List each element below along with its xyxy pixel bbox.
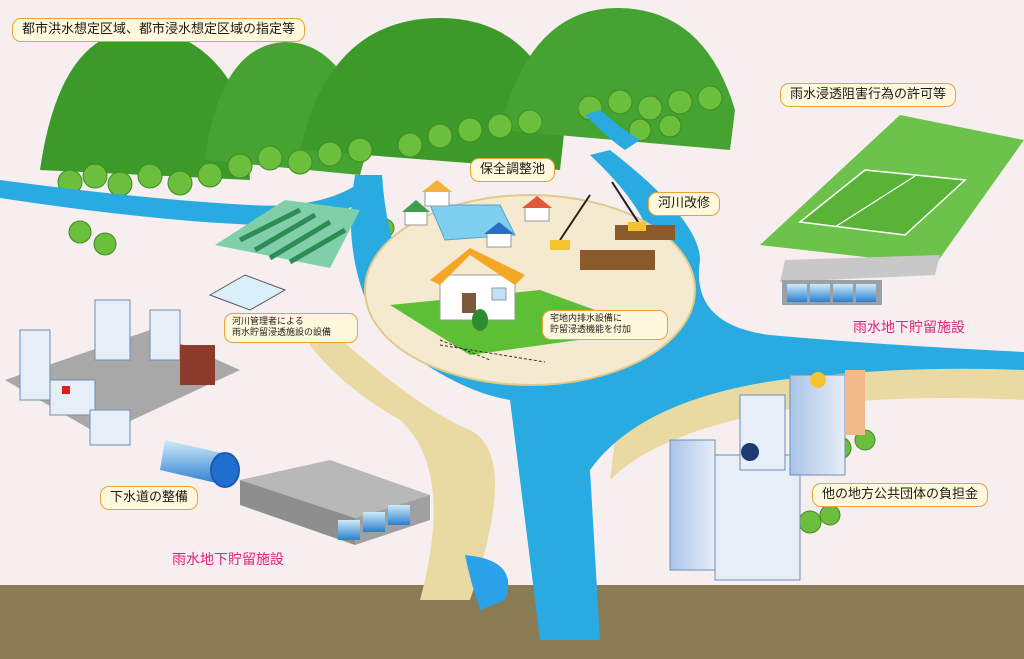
label-sewer: 下水道の整備 [100, 486, 199, 510]
river-upper [585, 110, 640, 150]
label-river-manager: 河川管理者による 雨水貯留浸透施設の設備 [224, 313, 358, 343]
label-residential-line1: 宅地内排水設備に [550, 314, 623, 324]
storage-left [240, 460, 430, 545]
river-works [550, 181, 675, 270]
label-retention-pond: 保全調整池 [470, 158, 556, 182]
outlet [465, 555, 509, 610]
storage-right [780, 255, 940, 305]
label-local-government: 他の地方公共団体の負担金 [812, 483, 989, 507]
drain-pipes [439, 339, 546, 363]
label-permission: 雨水浸透阻害行為の許可等 [780, 83, 957, 107]
label-residential-line2: 貯留浸透機能を付加 [550, 324, 632, 335]
ground-section [0, 585, 1024, 659]
river-manager-tank [208, 274, 287, 311]
bank-left [300, 330, 495, 600]
label-river-improvement: 河川改修 [648, 192, 721, 216]
sewer-pipe [160, 440, 240, 488]
label-designation: 都市洪水想定区域、都市浸水想定区域の指定等 [12, 18, 306, 42]
label-river-manager-line2: 雨水貯留浸透施設の設備 [232, 327, 332, 338]
residential-house [390, 248, 650, 355]
houses [402, 180, 552, 248]
rice-fields [215, 200, 360, 268]
label-underground-storage-left: 雨水地下貯留施設 [172, 552, 284, 568]
soccer-field [760, 115, 1024, 265]
river-main [350, 150, 1024, 640]
label-residential-drain: 宅地内排水設備に 貯留浸透機能を付加 [542, 310, 668, 340]
label-underground-storage-right: 雨水地下貯留施設 [853, 320, 965, 336]
label-river-manager-line1: 河川管理者による [232, 317, 304, 327]
city-left [5, 299, 240, 446]
city-right [669, 370, 865, 581]
